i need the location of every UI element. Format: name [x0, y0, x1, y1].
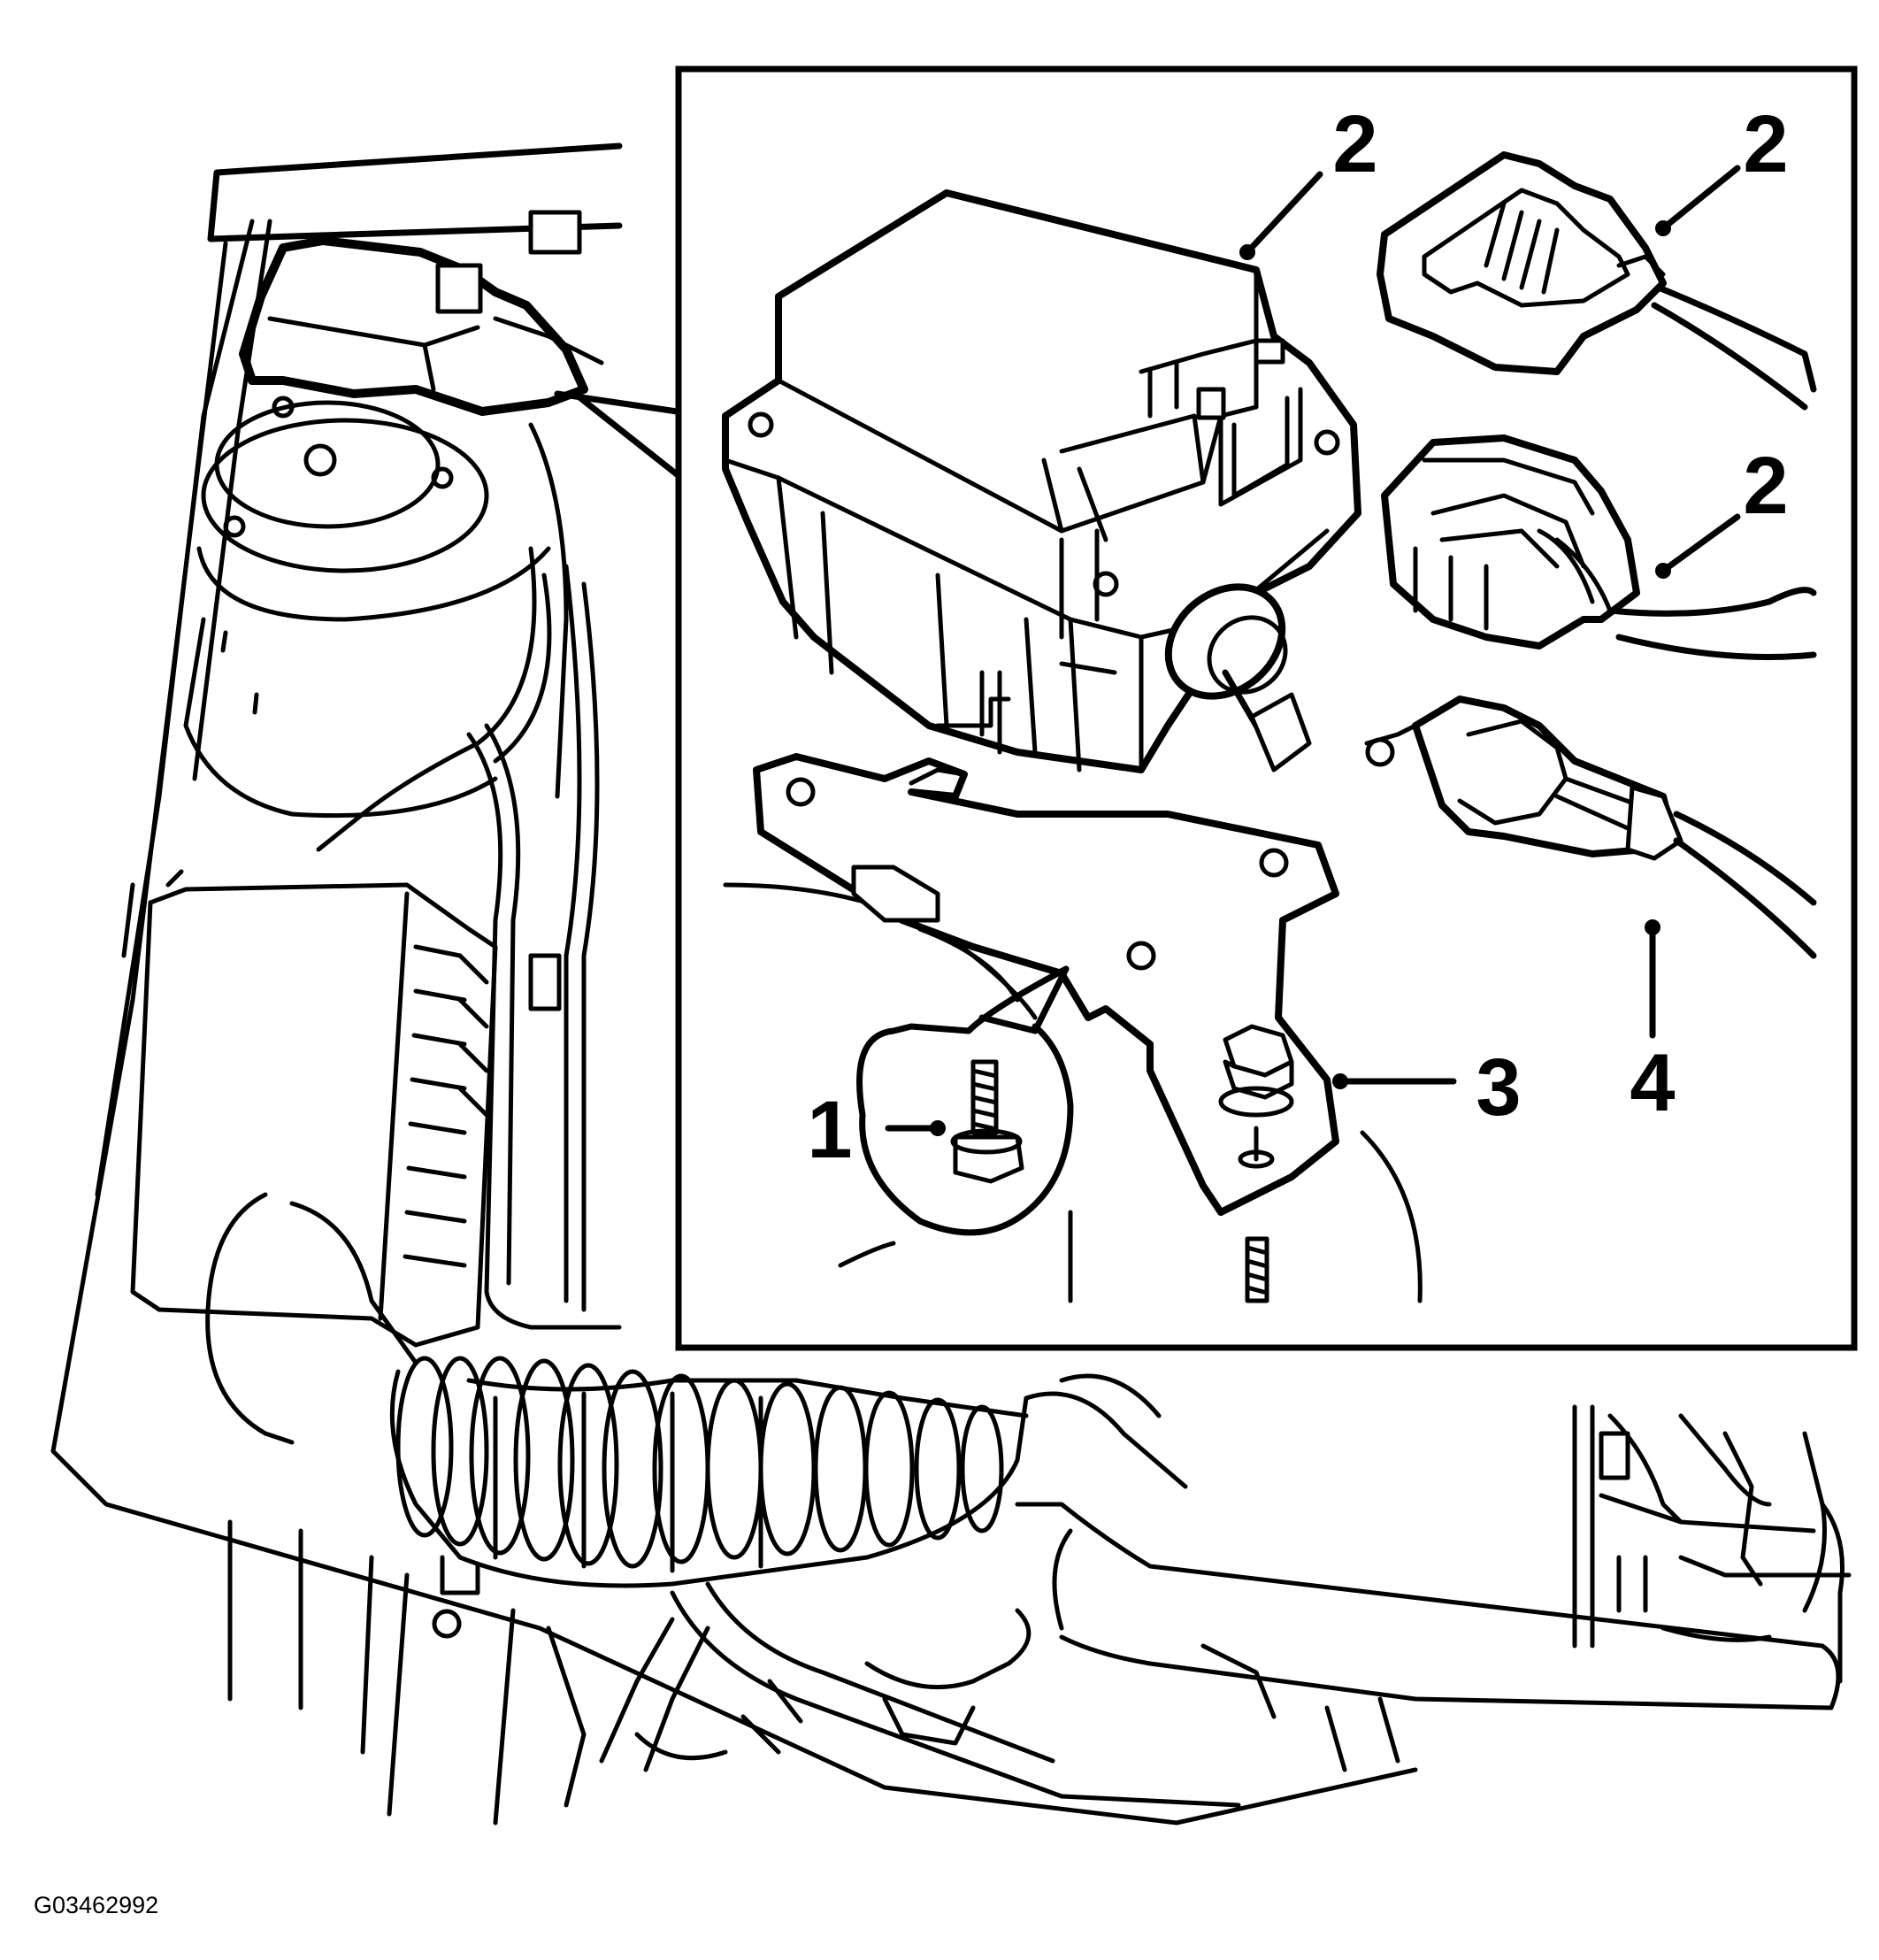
- callout-2-module: 2: [1332, 99, 1377, 189]
- figure-id: G03462992: [34, 1892, 159, 1918]
- callout-4: 4: [1630, 1038, 1675, 1128]
- sensor-connector: [1364, 696, 1817, 959]
- strut-tower: [183, 396, 569, 819]
- callout-3: 3: [1476, 1042, 1521, 1133]
- engine-bay-illustration: [50, 142, 1852, 1825]
- callout-leaders: [885, 165, 1741, 1136]
- mounting-bracket: [753, 753, 1339, 1216]
- air-intake-duct: [205, 1192, 1029, 1639]
- detail-inset: 1 2 2 2 3 4: [675, 65, 1858, 1351]
- air-filter-housing: [121, 869, 498, 1348]
- callout-2-flat-connector: 2: [1743, 99, 1788, 189]
- flat-connector-top: [1377, 151, 1817, 411]
- module-location-outline: [239, 210, 604, 416]
- callout-1: 1: [807, 1085, 852, 1175]
- round-connector: [1164, 583, 1312, 772]
- callout-2-multi-pin-connector: 2: [1743, 441, 1788, 531]
- multi-pin-connector: [1381, 434, 1817, 660]
- control-module: [722, 189, 1361, 773]
- bracket-nut: [1218, 1024, 1294, 1303]
- bolt-detail: [856, 965, 1074, 1236]
